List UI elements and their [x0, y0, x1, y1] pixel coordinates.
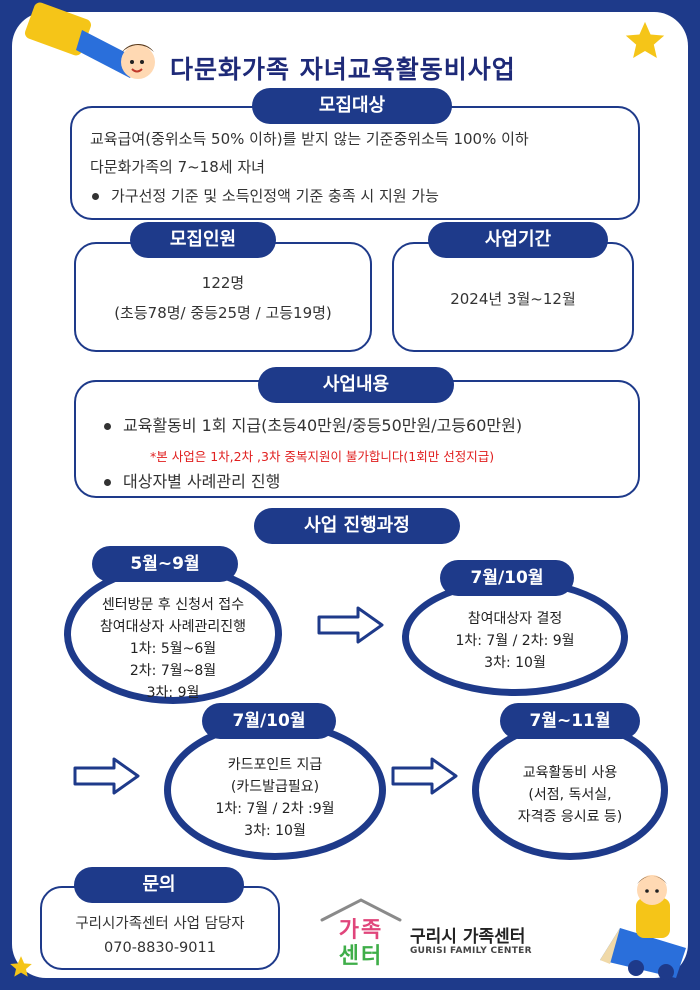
step-4-line: 자격증 응시료 등) [517, 809, 623, 825]
content-bullet2-text: 대상자별 사례관리 진행 [123, 472, 281, 491]
recruit-detail: (초등78명/ 중등25명 / 고등19명) [114, 304, 332, 322]
arrow-right-icon [391, 757, 458, 795]
target-line2: 다문화가족의 7~18세 자녀 [90, 158, 265, 176]
step-4-label: 7월~11월 [500, 703, 640, 739]
target-line1: 교육급여(중위소득 50% 이하)를 받지 않는 기준중위소득 100% 이하 [90, 130, 529, 148]
bullet-icon [104, 479, 111, 486]
process-step-3 [164, 720, 386, 860]
step-1-line: 3차: 9월 [146, 685, 200, 701]
period-value: 2024년 3월~12월 [450, 290, 576, 308]
process-label: 사업 진행과정 [254, 508, 460, 544]
step-2-text: 참여대상자 결정 1차: 7월 / 2차: 9월 3차: 10월 [402, 608, 628, 674]
step-3-line: 카드포인트 지급 [227, 757, 323, 773]
step-4-text: 교육활동비 사용 (서점, 독서실, 자격증 응시료 등) [472, 762, 668, 828]
page-title: 다문화가족 자녀교육활동비사업 [170, 55, 516, 84]
arrow-right-icon [73, 757, 140, 795]
process-step-2 [402, 578, 628, 696]
target-bullet-text: 가구선정 기준 및 소득인정액 기준 충족 시 지원 가능 [111, 187, 439, 205]
target-label: 모집대상 [252, 88, 452, 124]
bullet-icon [104, 423, 111, 430]
content-bullet1: 교육활동비 1회 지급(초등40만원/중등50만원/고등60만원) [104, 412, 522, 436]
recruit-label: 모집인원 [130, 222, 276, 258]
bullet-icon [92, 193, 99, 200]
period-box [392, 242, 634, 352]
content-label: 사업내용 [258, 367, 454, 403]
content-bullet1-text: 교육활동비 1회 지급(초등40만원/중등50만원/고등60만원) [123, 416, 523, 435]
logo-name: 구리시 가족센터 [410, 927, 526, 947]
content-bullet2: 대상자별 사례관리 진행 [104, 468, 280, 492]
step-1-line: 2차: 7월~8월 [129, 663, 217, 679]
target-bullet: 가구선정 기준 및 소득인정액 기준 충족 시 지원 가능 [92, 185, 439, 206]
step-3-line: (카드발급필요) [230, 779, 320, 795]
contact-name: 구리시가족센터 사업 담당자 [75, 916, 245, 932]
step-3-label: 7월/10월 [202, 703, 336, 739]
step-3-line: 1차: 7월 / 2차 :9월 [215, 801, 335, 817]
logo-mark-top: 가족 [338, 918, 384, 943]
step-1-line: 센터방문 후 신청서 접수 [101, 597, 245, 613]
period-label: 사업기간 [428, 222, 608, 258]
step-1-text: 센터방문 후 신청서 접수 참여대상자 사례관리진행 1차: 5월~6월 2차:… [64, 594, 282, 704]
step-4-line: 교육활동비 사용 [522, 765, 618, 781]
step-3-line: 3차: 10월 [244, 823, 306, 839]
step-2-line: 참여대상자 결정 [467, 611, 563, 627]
pencil-character-illustration [25, 2, 155, 79]
step-4-line: (서점, 독서실, [528, 787, 612, 803]
house-roof-icon [320, 898, 402, 922]
arrow-right-icon [317, 606, 384, 644]
logo-mark-bottom: 센터 [338, 944, 384, 969]
star-icon [10, 956, 32, 977]
recruit-count: 122명 [201, 274, 245, 292]
contact-phone: 070-8830-9011 [104, 940, 216, 956]
pencil-character-illustration [600, 875, 686, 980]
step-1-line: 1차: 5월~6월 [129, 641, 217, 657]
contact-label: 문의 [74, 867, 244, 903]
star-icon [625, 21, 665, 59]
step-2-line: 3차: 10월 [484, 655, 546, 671]
family-center-logo: 가족 센터 [318, 896, 404, 970]
step-2-label: 7월/10월 [440, 560, 574, 596]
step-3-text: 카드포인트 지급 (카드발급필요) 1차: 7월 / 2차 :9월 3차: 10… [164, 754, 386, 842]
logo-english: GURISI FAMILY CENTER [410, 946, 532, 956]
content-note: *본 사업은 1차,2차 ,3차 중복지원이 불가합니다(1회만 선정지급) [150, 449, 495, 464]
step-2-line: 1차: 7월 / 2차: 9월 [455, 633, 575, 649]
step-1-label: 5월~9월 [92, 546, 238, 582]
recruit-box [74, 242, 372, 352]
step-1-line: 참여대상자 사례관리진행 [99, 619, 247, 635]
